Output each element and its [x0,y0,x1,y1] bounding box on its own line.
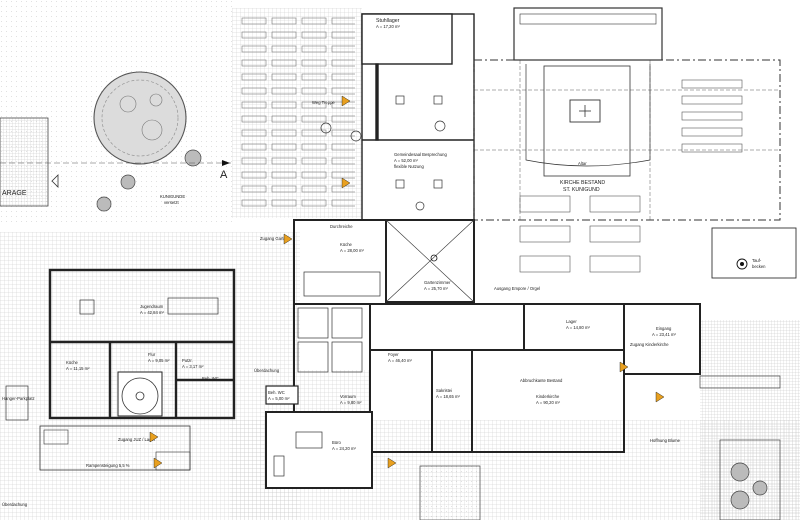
svg-text:A = 9,05 m²: A = 9,05 m² [148,358,170,363]
youth-ramp: Zugang JUZ / Lager Rampensteigung 5,5 % [39,425,191,471]
svg-text:Tauf-: Tauf- [752,258,762,263]
church-hall [473,7,781,221]
svg-text:Vorraum: Vorraum [340,394,356,399]
zugang-garten-label: Zugang Garten [260,236,289,241]
rampe-label: Rampensteigung 5,5 % [86,463,130,468]
svg-text:A = 14,80 m²: A = 14,80 m² [566,325,590,330]
svg-text:A = 11,15 m²: A = 11,15 m² [66,366,90,371]
svg-text:becken: becken [752,264,766,269]
section-marker: A [0,160,232,181]
kueche-jugend-room: Küche A = 11,15 m² [66,360,90,371]
svg-text:A = 3,17 m²: A = 3,17 m² [182,364,204,369]
abbruchkante-label: Abbruchkante Bestand [520,378,563,383]
vorraum-room: Vorraum A = 9,80 m² [340,394,362,405]
svg-text:A = 90,20 m²: A = 90,20 m² [536,400,560,405]
accent-markers [149,95,665,469]
wc-block [297,307,363,373]
svg-text:A = 18,65 m²: A = 18,65 m² [436,394,460,399]
svg-text:A = 24,20 m²: A = 24,20 m² [332,446,356,451]
svg-text:Beh. WC: Beh. WC [268,390,285,395]
svg-text:Foyer: Foyer [388,352,399,357]
ueberdachung-mid-label: Überdachung [254,368,280,373]
svg-text:flexible Nutzung: flexible Nutzung [394,164,424,169]
zugang-jugend-label: Zugang JUZ / Lager [118,437,156,442]
svg-text:Lager: Lager [566,319,577,324]
jugendraum-room: Jugendraum A = 42,84 m² [79,297,219,315]
direction-arrow-left [51,174,59,188]
svg-text:Stuhllager: Stuhllager [376,18,400,24]
kunigunde-sub-label: versetzt [164,200,179,205]
kitchen-wing-walls [293,219,475,305]
misc-bottom [419,375,781,520]
svg-text:A = 46,40 m²: A = 46,40 m² [388,358,412,363]
svg-text:Flur: Flur [148,352,156,357]
parking-box [5,385,29,421]
gartenzimmer-room: Gartenzimmer A = 25,70 m² [385,219,475,303]
svg-text:A = 5,00 m²: A = 5,00 m² [268,396,290,401]
ueberdachung-bottom-label: Überdachung [2,502,28,507]
svg-text:A = 28,00 m²: A = 28,00 m² [340,248,364,253]
svg-text:Putzr.: Putzr. [182,358,193,363]
garage: ARAGE [0,117,49,207]
church-title-line2: ST. KUNIGUND [563,187,600,193]
upper-wing-walls [361,13,475,221]
svg-text:A = 17,20 m²: A = 17,20 m² [376,24,400,29]
haenger-parkplatz-label: Hänger-Parkplatz [2,396,35,401]
ausgang-chor-label: Ausgang Empore / Orgel [494,286,540,291]
garage-label: ARAGE [2,190,27,197]
pews-right [519,79,743,273]
svg-text:Büro: Büro [332,440,342,445]
svg-text:Gemeindesaal Besprechung: Gemeindesaal Besprechung [394,152,448,157]
svg-text:A = 25,70 m²: A = 25,70 m² [424,286,448,291]
svg-text:Sakristei: Sakristei [436,388,452,393]
svg-text:A = 52,00 m²: A = 52,00 m² [394,158,418,163]
svg-text:Eingang: Eingang [656,326,672,331]
kinderkirche-room: Abbruchkante Bestand Kinderkirche A = 90… [520,378,563,405]
brick-parking [240,12,355,212]
foyer-room: Foyer A = 46,40 m² [388,352,412,363]
altar-label: Altar [578,161,587,166]
tree-large [93,71,187,165]
svg-text:A = 42,84 m²: A = 42,84 m² [140,310,164,315]
hoffnung-label: Hoffnung Blume [650,438,681,443]
spiral-stair [117,371,163,417]
youth-building-walls [48,268,236,420]
kunigunde-label: KUNIGUNDE [160,194,185,199]
section-marker-label: A [220,169,228,181]
zugang-kinderkirche-label: Zugang Kinderkirche [630,342,669,347]
beh-wc-jugend-room: Beh. WC [202,376,219,381]
svg-text:Jugendraum: Jugendraum [140,304,164,309]
stuhllager-room: Stuhllager A = 17,20 m² [376,18,400,29]
svg-text:A = 9,80 m²: A = 9,80 m² [340,400,362,405]
kueche-oben-room: Küche A = 28,00 m² [303,242,381,297]
svg-text:Kinderkirche: Kinderkirche [536,394,560,399]
central-building-walls [293,303,701,453]
svg-text:A = 23,41 m²: A = 23,41 m² [652,332,676,337]
svg-text:Küche: Küche [340,242,353,247]
flur-room: Flur A = 9,05 m² [148,352,170,363]
svg-text:Küche: Küche [66,360,79,365]
church-title-line1: KIRCHE BESTAND [560,180,605,186]
svg-text:Gartenzimmer: Gartenzimmer [424,280,451,285]
paved-area-right [700,320,800,520]
buero-room: Büro A = 24,20 m² [265,411,373,489]
svg-text:Beh. WC: Beh. WC [202,376,219,381]
lager-room: Lager A = 14,80 m² [566,319,590,330]
furniture-upper [320,95,446,211]
weg-treppe-label: Weg Treppe [312,100,335,105]
taufbecken: Tauf- becken [711,227,797,279]
durchreiche-label: Durchreiche [330,224,353,229]
sakristei-room: Sakristei A = 18,65 m² [436,388,460,399]
putzraum-room: Putzr. A = 3,17 m² [182,358,204,369]
small-trees [96,149,768,510]
eingang-room: Eingang A = 23,41 m² [652,326,676,337]
gemeindesaal-room: Gemeindesaal Besprechung A = 52,00 m² fl… [394,152,448,169]
beh-wc-room: Beh. WC A = 5,00 m² [265,385,299,405]
